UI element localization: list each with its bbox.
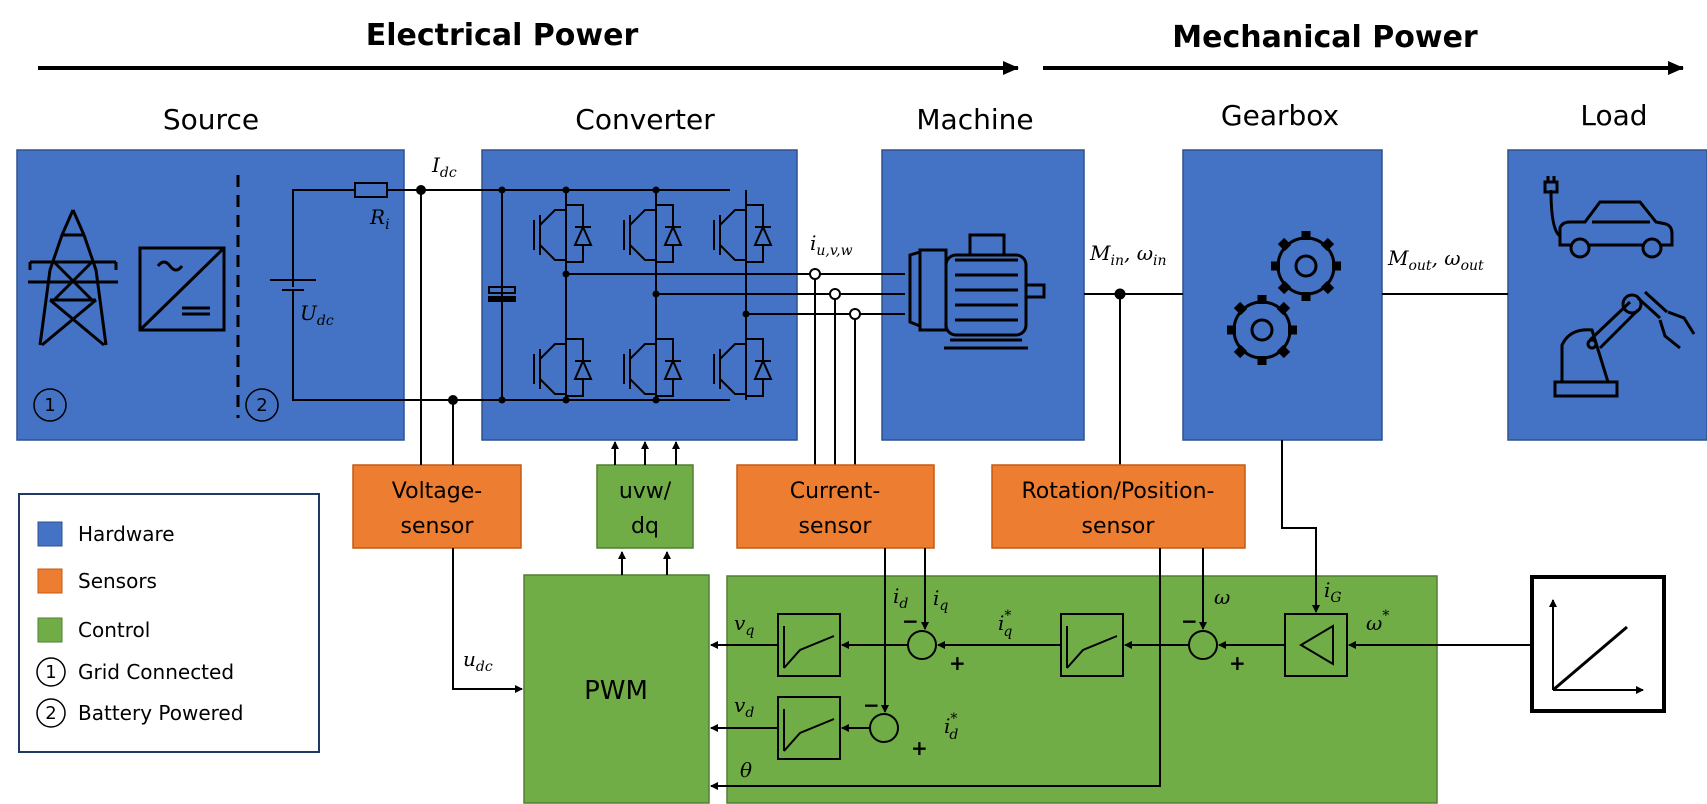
legend-battery-powered-label: Battery Powered [78,701,243,725]
speed-reference-block [1530,575,1666,713]
motor-icon [908,233,1046,350]
min-win-label: Min, ωin [1089,241,1167,269]
pwm-block [523,574,710,804]
voltage-sensor-line1: Voltage- [392,479,482,504]
grid-connected-marker: 1 [33,388,67,422]
gears-icon [1227,231,1341,365]
load-block [1507,149,1707,441]
svg-text:−: − [1181,609,1198,633]
pwm-to-uvw-arrows [618,551,671,575]
theta-label: θ [740,758,752,782]
uvw-dq-block: uvw/ dq [596,464,694,549]
rotation-sensor: Rotation/Position- sensor [991,464,1246,549]
electrical-power-title: Electrical Power [366,18,639,53]
svg-text:+: + [949,651,966,675]
legend-hardware-swatch [37,521,63,547]
id-label: id [893,584,908,612]
machine-block [881,149,1085,441]
mechanical-power-title: Mechanical Power [1172,20,1478,55]
iq-star-label: i*q [998,608,1012,640]
uvw-dq-line1: uvw/ [619,479,672,504]
gearbox-title: Gearbox [1221,99,1339,132]
svg-text:−: − [902,609,919,633]
ig-label: iG [1324,578,1342,606]
svg-text:2: 2 [45,703,56,724]
power-pylon-icon [28,209,118,347]
legend-grid-connected: 1 Grid Connected [36,657,234,687]
udc-signal [452,548,523,693]
resistor-label: Ri [369,205,390,233]
udc-label: Udc [300,301,334,329]
robot-arm-icon [1553,290,1696,398]
iuvw-label: iu,v,w [810,231,853,259]
legend-sensors-label: Sensors [78,569,157,593]
controller-block [726,575,1438,804]
electrical-power-header: Electrical Power [38,18,1019,75]
battery-circuit [270,182,730,401]
mout-wout-label: Mout, ωout [1387,246,1484,274]
omega-label: ω [1214,585,1230,609]
source-title: Source [163,103,259,136]
legend-sensors: Sensors [37,568,157,594]
current-sensor: Current- sensor [736,464,935,549]
mechanical-power-header: Mechanical Power [1043,20,1684,75]
uvw-dq-line2: dq [631,514,659,539]
source-block [16,149,405,441]
gearbox-block [1182,149,1383,441]
electric-car-icon [1543,176,1674,259]
legend-sensors-swatch [37,568,63,594]
legend-control: Control [37,617,150,643]
legend-control-label: Control [78,618,150,642]
sign-markers: − + − + − + [863,609,1246,760]
voltage-sensor-line2: sensor [401,514,475,539]
converter-title: Converter [575,103,715,136]
svg-text:+: + [1229,651,1246,675]
legend-grid-connected-label: Grid Connected [78,660,234,684]
id-star-label: i*d [944,711,958,743]
iq-label: iq [933,586,948,614]
vd-label: vd [734,693,754,721]
converter-bridge [488,190,905,400]
svg-text:2: 2 [256,395,267,416]
current-taps [809,268,861,465]
load-title: Load [1580,99,1647,132]
vq-label: vq [734,611,754,639]
voltage-sensor: Voltage- sensor [352,464,522,549]
legend-battery-powered: 2 Battery Powered [36,698,243,728]
battery-powered-marker: 2 [245,388,279,422]
control-wires [710,440,1530,790]
current-sensor-line1: Current- [790,479,881,504]
rotation-sensor-line2: sensor [1082,514,1156,539]
uvw-to-converter-arrows [611,441,680,465]
omega-star-label: ω* [1366,608,1389,635]
udc-signal-label: udc [463,647,493,675]
pwm-label: PWM [584,676,648,706]
legend-control-swatch [37,617,63,643]
legend-hardware: Hardware [37,521,175,547]
rotation-sensor-line1: Rotation/Position- [1021,479,1214,504]
current-sensor-line2: sensor [799,514,873,539]
converter-nodes [498,186,750,404]
svg-text:1: 1 [45,662,56,683]
svg-text:1: 1 [44,395,55,416]
svg-text:−: − [863,693,880,717]
idc-label: Idc [431,153,457,181]
machine-title: Machine [916,103,1033,136]
svg-text:+: + [911,736,928,760]
legend-hardware-label: Hardware [78,522,175,546]
legend-box [18,493,320,753]
inverter-icon [138,246,226,332]
